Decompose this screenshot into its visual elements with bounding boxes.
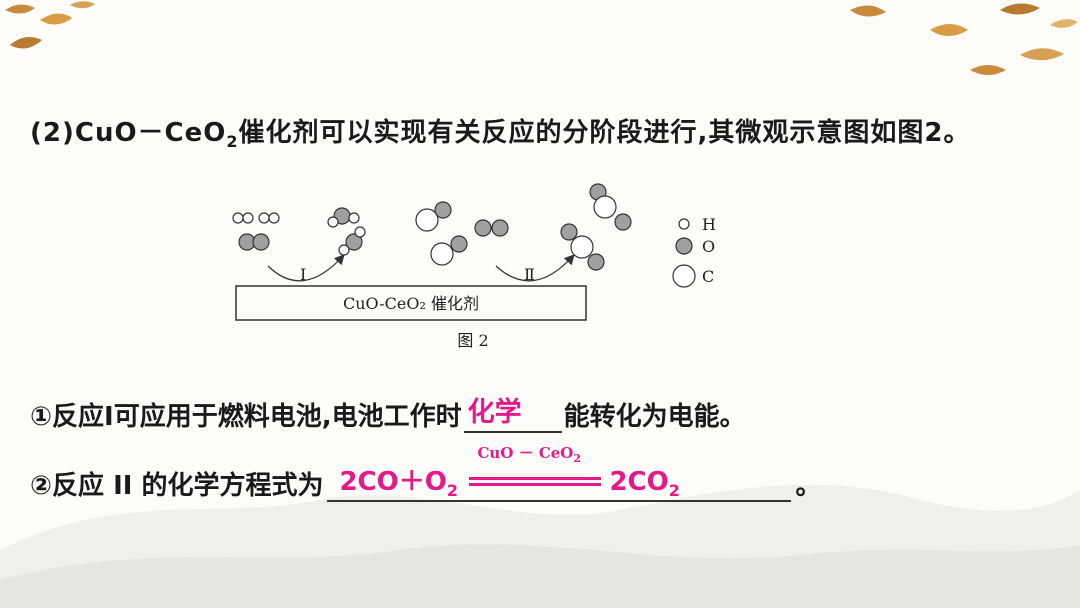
legend-c: C — [702, 267, 714, 286]
equation-left-sub: 2 — [446, 481, 458, 500]
autumn-leaves-left — [5, 1, 95, 49]
equation-condition: CuO － CeO2 — [477, 442, 581, 465]
answer-blank-one[interactable]: 化学 — [463, 397, 562, 433]
item-one-after: 能转化为电能。 — [563, 402, 746, 432]
catalyst-label: CuO-CeO₂ 催化剂 — [343, 294, 479, 313]
item-two-before: ②反应 II 的化学方程式为 — [30, 471, 324, 501]
answer-blank-two[interactable]: 2CO＋O2 CuO － CeO2 2CO2 — [327, 444, 792, 502]
question-prefix: (2)CuO－CeO — [30, 118, 227, 148]
mountain-background — [0, 484, 1080, 608]
figure-caption: 图 2 — [457, 331, 488, 350]
h2-molecules — [232, 212, 280, 224]
step-two-label: Ⅱ — [524, 265, 535, 284]
equation-products: 2CO2 — [609, 467, 679, 500]
legend-o: O — [702, 237, 715, 256]
answer-one: 化学 — [467, 397, 522, 428]
equation-left-text: 2CO＋O — [339, 466, 447, 497]
equation-condition-sub: 2 — [573, 452, 582, 465]
equation-right-sub: 2 — [668, 481, 680, 500]
equation-right-text: 2CO — [609, 466, 669, 497]
equation-equals-sign — [469, 477, 602, 486]
co-molecules — [415, 201, 509, 266]
micro-diagram: I Ⅱ H O C CuO-CeO₂ 催化剂 图 2 — [232, 183, 716, 350]
o2-molecule — [238, 233, 270, 251]
item-two-end: 。 — [795, 471, 822, 501]
legend — [672, 218, 696, 288]
item-two: ②反应 II 的化学方程式为 2CO＋O2 CuO － CeO2 2CO2 。 — [30, 444, 822, 502]
step-one-label: I — [300, 265, 306, 284]
catalyst-box — [235, 285, 587, 321]
equation-condition-text: CuO － CeO — [477, 444, 574, 462]
chemical-equation: 2CO＋O2 CuO － CeO2 2CO2 — [339, 444, 679, 500]
legend-h: H — [702, 215, 716, 234]
question-subscript: 2 — [226, 132, 239, 152]
question-suffix: 催化剂可以实现有关反应的分阶段进行,其微观示意图如图2。 — [238, 118, 971, 148]
equation-reactants: 2CO＋O2 — [339, 461, 458, 500]
autumn-leaves-right — [850, 3, 1078, 75]
co2-molecules — [560, 183, 632, 271]
item-one-before: ①反应I可应用于燃料电池,电池工作时 — [30, 402, 462, 432]
item-one: ①反应I可应用于燃料电池,电池工作时化学 能转化为电能。 — [30, 396, 746, 433]
question-stem: (2)CuO－CeO2催化剂可以实现有关反应的分阶段进行,其微观示意图如图2。 — [30, 112, 970, 151]
h2o-molecules — [327, 207, 366, 256]
